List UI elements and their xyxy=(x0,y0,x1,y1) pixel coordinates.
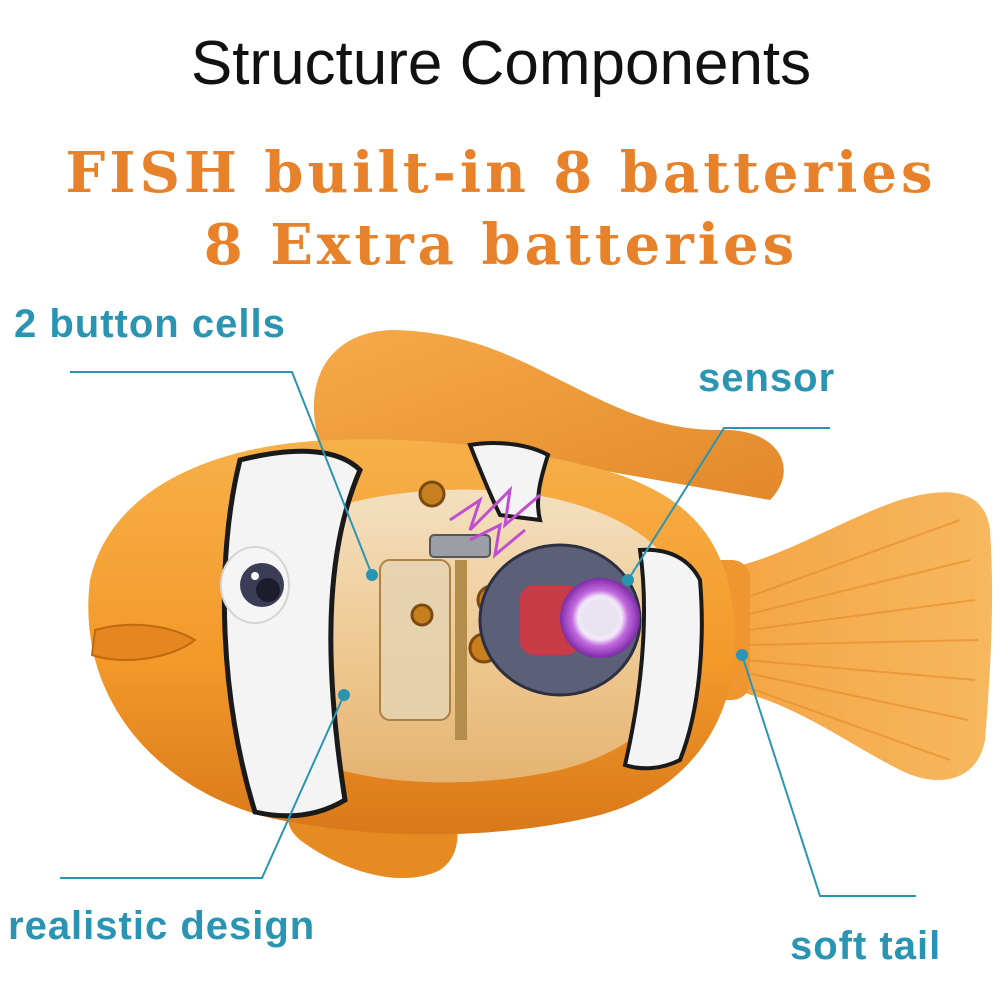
callout-lines xyxy=(60,371,916,897)
callout-line-soft-tail xyxy=(741,654,916,897)
gear-plate xyxy=(429,534,491,558)
drive-shaft xyxy=(455,560,467,740)
callout-line-design xyxy=(60,694,345,879)
page-title: Structure Components xyxy=(190,29,812,98)
fish-mouth xyxy=(90,623,197,661)
subtitle-line-2: 8 Extra batteries xyxy=(203,212,799,278)
battery-housing xyxy=(379,559,451,721)
stripe-head xyxy=(221,448,363,819)
label-button-cells: 2 button cells xyxy=(14,302,286,346)
subtitle-line-1: FISH built-in 8 batteries xyxy=(65,140,937,206)
label-sensor: sensor xyxy=(698,356,836,400)
callout-line-sensor xyxy=(627,427,830,581)
callout-line-button-cells xyxy=(70,371,373,576)
stripe-rear xyxy=(622,547,704,771)
electric-spark xyxy=(449,485,541,559)
label-soft-tail: soft tail xyxy=(790,924,942,968)
tail-fin xyxy=(720,492,993,780)
dorsal-fin xyxy=(313,330,784,500)
label-realistic-design: realistic design xyxy=(8,904,316,948)
stripe-mid xyxy=(467,441,551,523)
